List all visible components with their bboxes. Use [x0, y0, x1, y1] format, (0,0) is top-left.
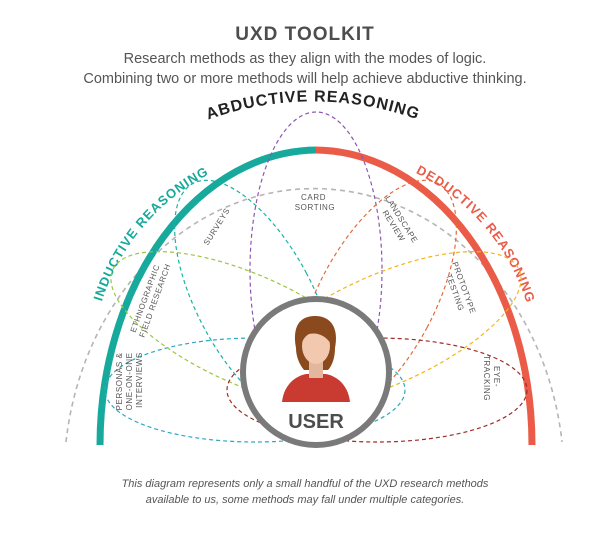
user-avatar-icon [282, 316, 350, 402]
user-label: USER [288, 411, 344, 433]
abductive-reasoning-label: ABDUCTIVE REASONING [204, 88, 422, 123]
deductive-reasoning-label: DEDUCTIVE REASONING [414, 162, 538, 305]
card-sorting-label: CARD SORTING [295, 193, 336, 212]
page-title: UXD TOOLKIT [235, 24, 375, 45]
landscape-review-label: LANDSCAPE REVIEW [375, 194, 421, 252]
deductive-arc [315, 146, 536, 446]
personas-label: PERSONAS & ONE-ON-ONE INTERVIEWS [115, 350, 144, 411]
surveys-label: SURVEYS [202, 206, 232, 247]
eye-tracking-label: EYE- TRACKING [482, 355, 501, 401]
footnote-line-2: available to us, some methods may fall u… [145, 494, 465, 506]
inductive-arc [96, 146, 317, 446]
subtitle-line-2: Combining two or more methods will help … [83, 71, 527, 87]
prototype-testing-ellipse [246, 250, 522, 410]
prototype-testing-label: PROTOTYPE TESTING [441, 261, 478, 321]
ethnographic-label: ETHNOGRAPHIC FIELD RESEARCH [128, 259, 172, 339]
subtitle-line-1: Research methods as they align with the … [123, 51, 487, 67]
footnote-line-1: This diagram represents only a small han… [121, 478, 489, 490]
outer-dashed-arc [65, 187, 563, 443]
